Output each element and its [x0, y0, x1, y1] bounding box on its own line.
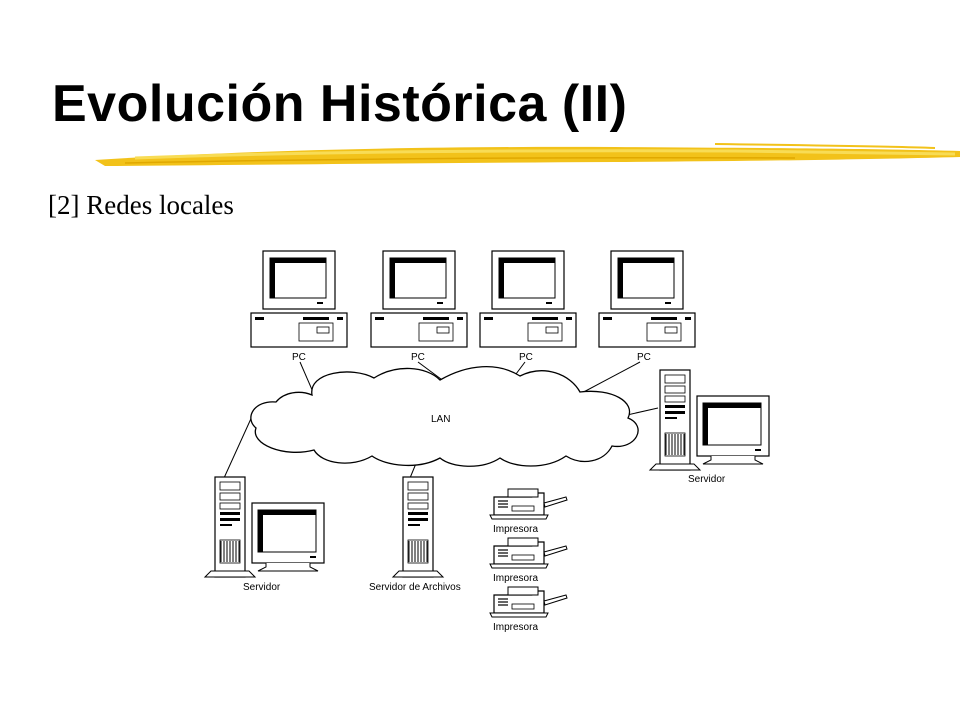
printer-2	[489, 537, 568, 569]
printer-label: Impresora	[493, 524, 538, 535]
file-server-label: Servidor de Archivos	[369, 582, 461, 593]
pc-1	[250, 250, 348, 348]
server-left-label: Servidor	[243, 582, 281, 593]
printer-1	[489, 488, 568, 520]
server-right-label: Servidor	[688, 474, 726, 485]
slide-title: Evolución Histórica (II)	[52, 75, 628, 133]
pc-label: PC	[519, 352, 533, 363]
lan-label: LAN	[431, 414, 450, 425]
printer-label: Impresora	[493, 622, 538, 633]
pc-4	[598, 250, 696, 348]
printer-3	[489, 586, 568, 618]
pc-2	[370, 250, 468, 348]
file-server	[392, 476, 444, 578]
pc-label: PC	[637, 352, 651, 363]
server-left	[204, 476, 325, 578]
server-right	[649, 369, 770, 471]
pc-label: PC	[292, 352, 306, 363]
printer-label: Impresora	[493, 573, 538, 584]
pc-3	[479, 250, 577, 348]
title-underline-brushstroke	[95, 143, 960, 166]
pc-label: PC	[411, 352, 425, 363]
lan-cloud	[250, 366, 639, 467]
slide-subtitle: [2] Redes locales	[48, 190, 234, 220]
network-links	[223, 361, 659, 479]
